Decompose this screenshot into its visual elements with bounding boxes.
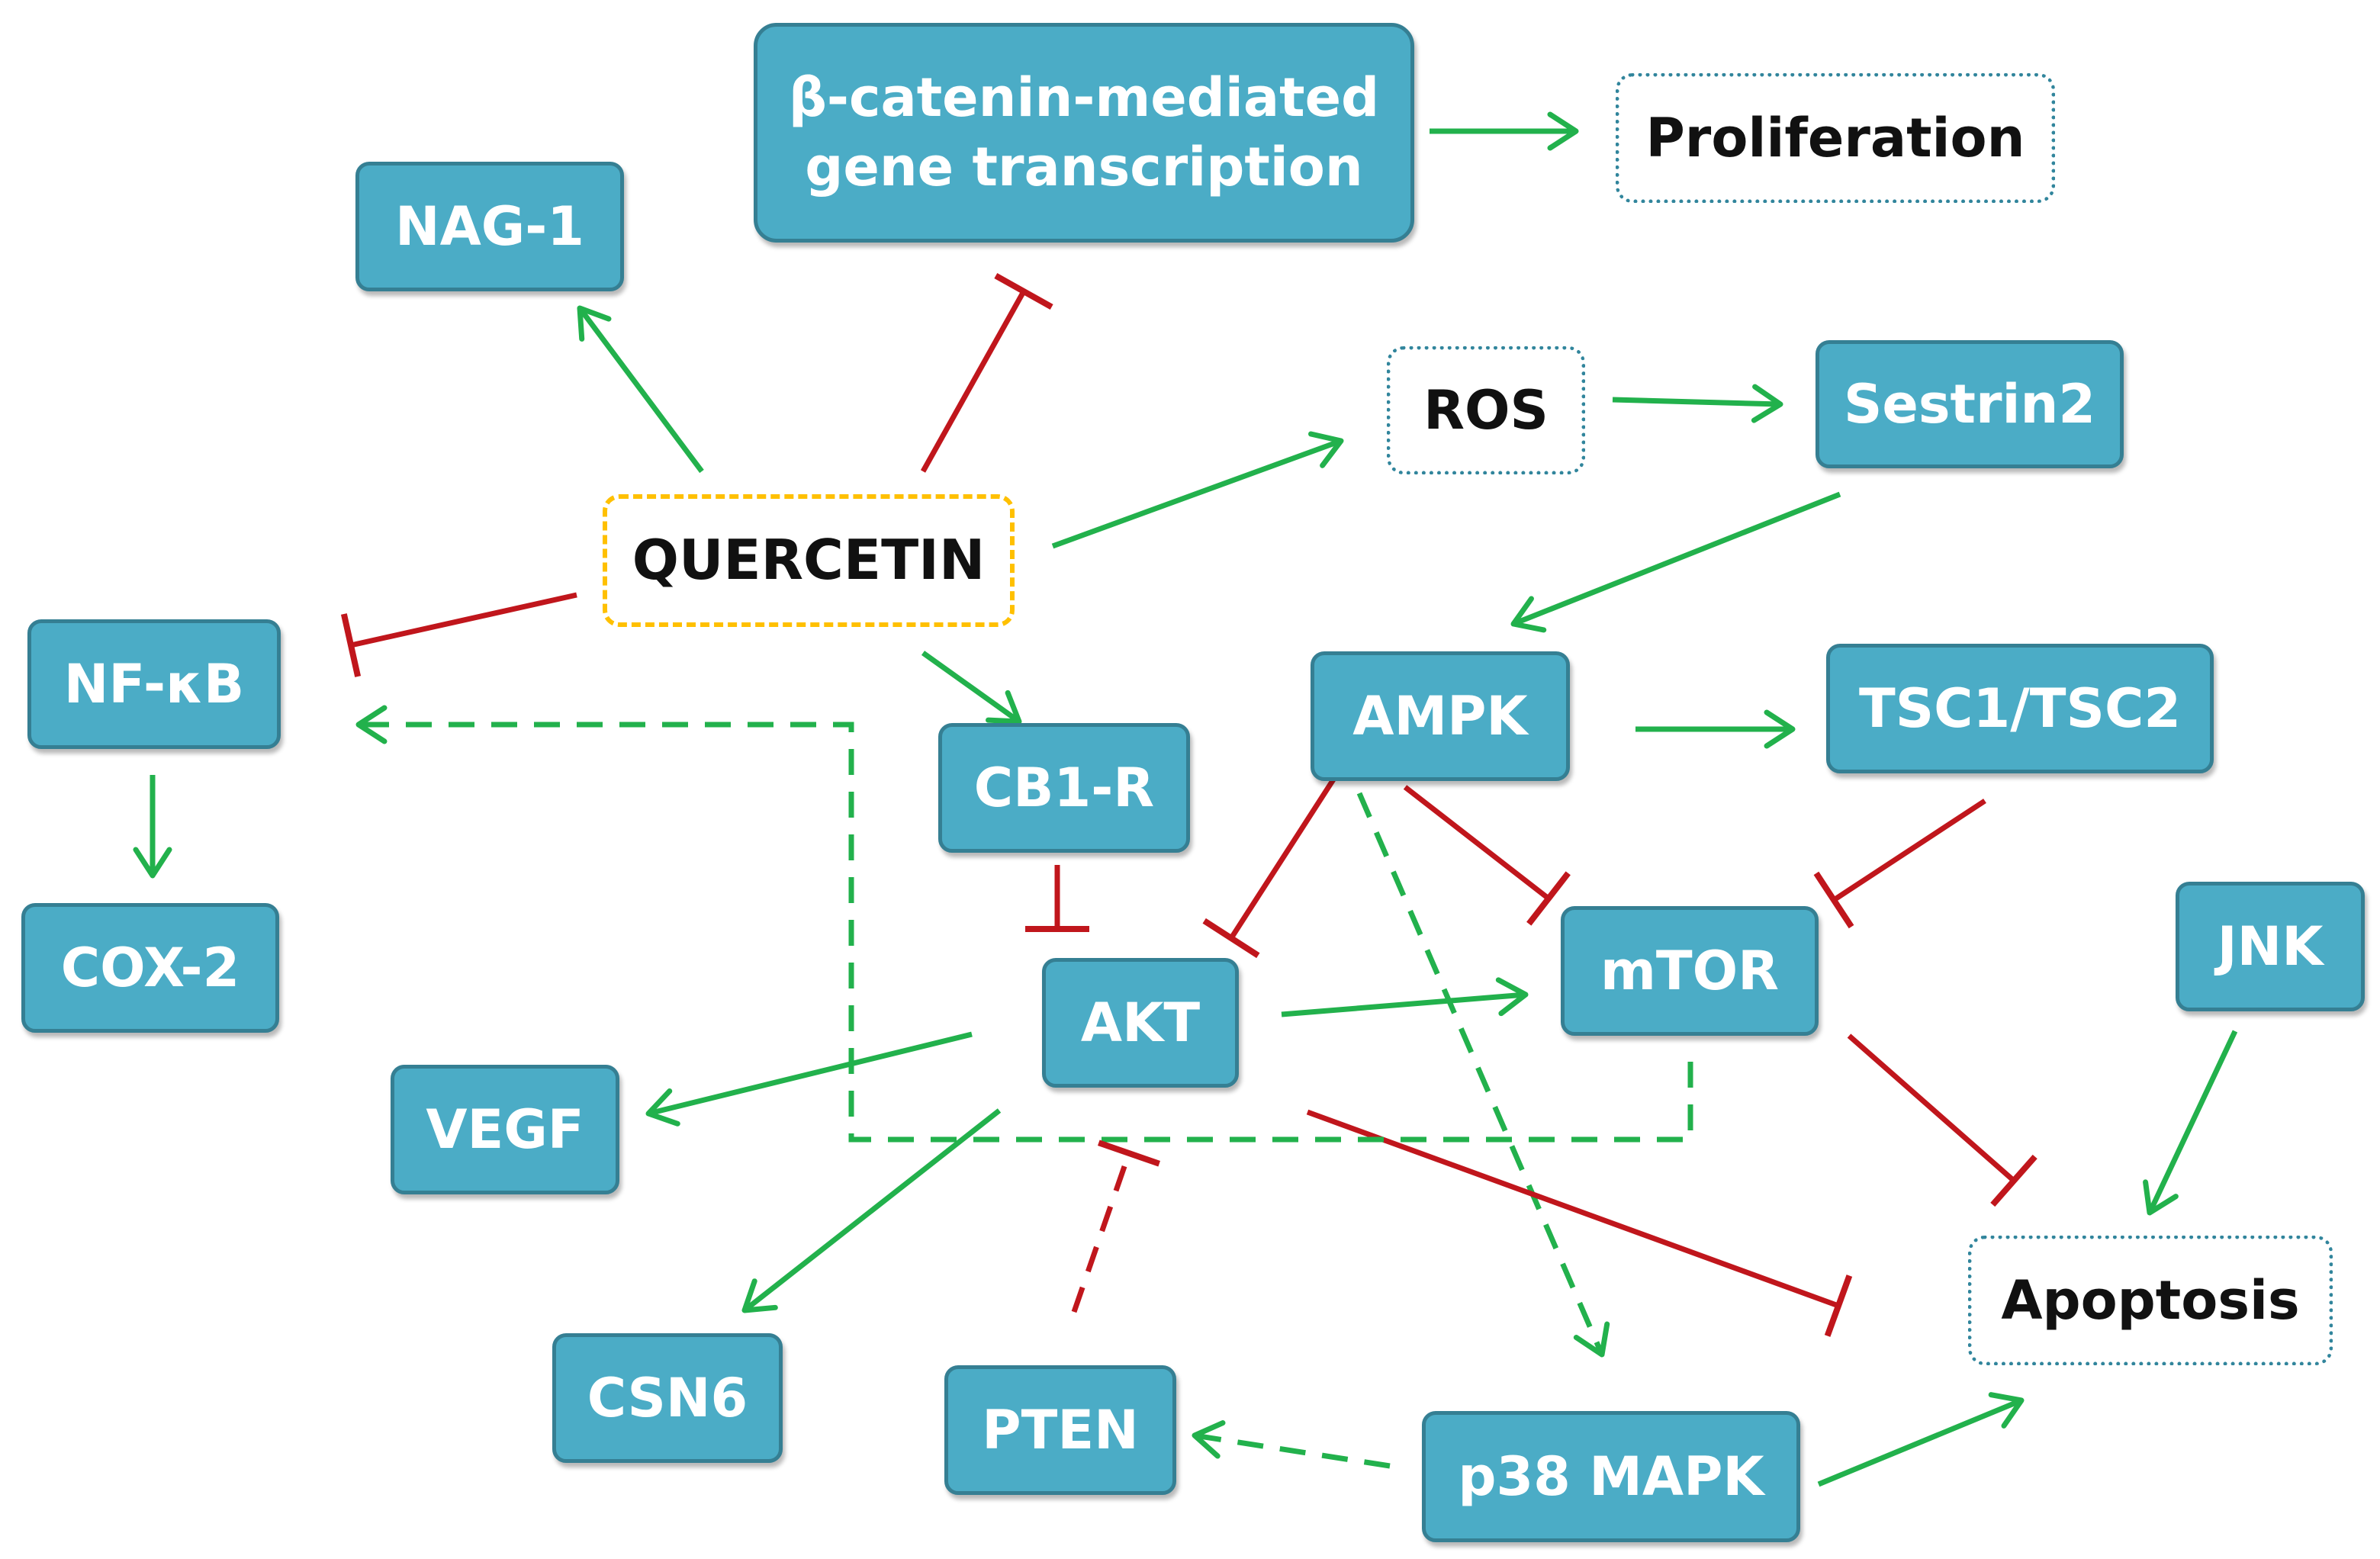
edge-quercetin-to-cb1-r-arrowhead bbox=[986, 689, 1022, 725]
edge-ampk-inhibits-akt-bar bbox=[1202, 918, 1260, 959]
edge-mtor-inhibits-apoptosis-bar bbox=[1990, 1154, 2037, 1207]
edge-akt-to-csn6-arrowhead bbox=[741, 1278, 778, 1313]
edge-quercetin-to-nag1 bbox=[577, 306, 704, 474]
node-mtor: mTOR bbox=[1561, 906, 1819, 1036]
edge-quercetin-inhibits-beta-catenin-bar bbox=[994, 273, 1053, 310]
node-jnk: JNK bbox=[2176, 882, 2365, 1011]
edge-quercetin-to-ros bbox=[1051, 438, 1343, 549]
edge-quercetin-to-nag1-arrowhead bbox=[577, 305, 612, 342]
node-sestrin2: Sestrin2 bbox=[1816, 340, 2124, 468]
node-cox-2: COX-2 bbox=[21, 903, 279, 1033]
node-nf-kb: NF-κB bbox=[27, 619, 281, 749]
edge-beta-catenin-to-proliferation-arrowhead bbox=[1547, 111, 1579, 151]
node-csn6: CSN6 bbox=[552, 1333, 783, 1463]
edge-akt-to-mtor-arrowhead bbox=[1495, 977, 1529, 1017]
node-pten: PTEN bbox=[944, 1365, 1176, 1495]
edge-quercetin-inhibits-beta-catenin bbox=[920, 290, 1027, 473]
edge-sestrin2-to-ampk-arrowhead bbox=[1510, 596, 1547, 633]
node-proliferation: Proliferation bbox=[1616, 73, 2055, 203]
edge-akt-to-mtor bbox=[1281, 992, 1526, 1017]
node-akt: AKT bbox=[1042, 958, 1239, 1088]
edge-quercetin-inhibits-nf-kb-bar bbox=[340, 613, 362, 677]
edge-tsc-inhibits-mtor-bar bbox=[1813, 871, 1854, 929]
edge-ampk-inhibits-mtor-bar bbox=[1526, 871, 1571, 926]
edge-p38-mapk-to-apoptosis bbox=[1817, 1397, 2023, 1487]
edge-quercetin-inhibits-nf-kb bbox=[350, 592, 577, 648]
edge-ampk-to-p38-mapk bbox=[1356, 792, 1605, 1356]
node-nag1: NAG-1 bbox=[355, 162, 624, 291]
edge-ampk-inhibits-akt bbox=[1229, 778, 1336, 940]
node-ros: ROS bbox=[1387, 346, 1585, 474]
edge-p38-mapk-to-apoptosis-arrowhead bbox=[1988, 1392, 2025, 1429]
edge-ampk-inhibits-mtor bbox=[1403, 785, 1551, 901]
edge-jnk-to-apoptosis-arrowhead bbox=[2143, 1179, 2179, 1216]
edge-ros-to-sestrin2 bbox=[1612, 397, 1781, 407]
node-cb1-r: CB1-R bbox=[938, 723, 1190, 853]
edge-akt-to-csn6 bbox=[742, 1108, 1002, 1313]
edge-akt-to-vegf bbox=[648, 1031, 973, 1117]
node-tsc1-tsc2: TSC1/TSC2 bbox=[1826, 644, 2214, 773]
edge-tsc-inhibits-mtor bbox=[1832, 799, 1986, 902]
edge-akt-to-vegf-arrowhead bbox=[645, 1088, 680, 1127]
node-quercetin: QUERCETIN bbox=[603, 494, 1015, 627]
edge-mtor-inhibits-apoptosis bbox=[1847, 1033, 2016, 1183]
edge-quercetin-to-ros-arrowhead bbox=[1308, 431, 1344, 468]
edge-p38-mapk-to-pten-arrowhead bbox=[1192, 1420, 1226, 1459]
edge-sestrin2-to-ampk bbox=[1512, 491, 1841, 627]
node-vegf: VEGF bbox=[391, 1065, 619, 1194]
node-beta-catenin: β-catenin-mediated gene transcription bbox=[754, 23, 1414, 243]
edge-pten-inhibits-akt bbox=[1071, 1152, 1132, 1313]
edge-akt-inhibits-apoptosis bbox=[1306, 1109, 1840, 1309]
edge-mtor-to-nf-kb-feedback-arrowhead bbox=[355, 705, 388, 744]
node-p38-mapk: p38 MAPK bbox=[1422, 1411, 1800, 1542]
edge-p38-mapk-to-pten bbox=[1194, 1432, 1391, 1469]
edge-ampk-to-p38-mapk-arrowhead bbox=[1573, 1321, 1610, 1358]
edge-jnk-to-apoptosis bbox=[2147, 1030, 2238, 1214]
node-ampk: AMPK bbox=[1311, 651, 1570, 781]
edge-ampk-to-tsc-arrowhead bbox=[1764, 709, 1796, 749]
edge-pten-inhibits-akt-bar bbox=[1098, 1140, 1160, 1167]
edge-quercetin-to-cb1-r bbox=[921, 651, 1021, 724]
node-apoptosis: Apoptosis bbox=[1968, 1236, 2333, 1365]
edge-mtor-to-nf-kb-feedback bbox=[359, 722, 1693, 1143]
edge-nf-kb-to-cox-2-arrowhead bbox=[133, 847, 172, 879]
edge-ros-to-sestrin2-arrowhead bbox=[1751, 384, 1783, 423]
edge-akt-inhibits-apoptosis-bar bbox=[1824, 1275, 1853, 1337]
